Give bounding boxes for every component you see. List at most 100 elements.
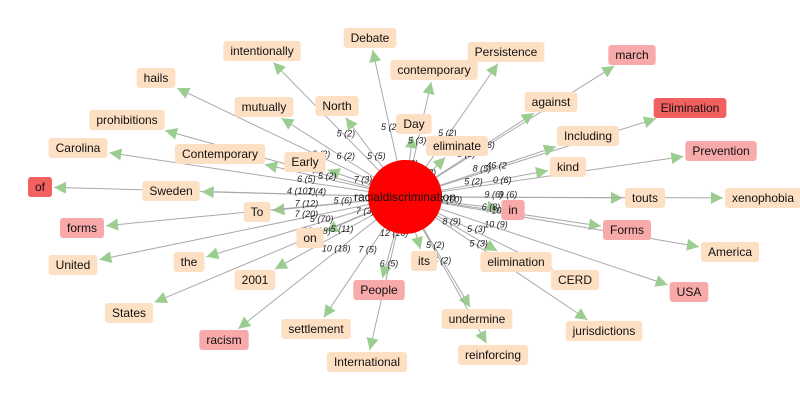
node-usa[interactable]: USA: [669, 282, 709, 302]
edge-label-cerd: 5 (3): [467, 224, 486, 234]
node-on[interactable]: on: [296, 228, 324, 248]
node-march[interactable]: march: [608, 45, 656, 65]
node-touts[interactable]: touts: [624, 188, 666, 208]
nodes-layer: Debate intentionally Persistence march hails…: [27, 28, 800, 372]
node-contemporary_lc[interactable]: contemporary: [390, 60, 478, 80]
node-box-early[interactable]: [284, 152, 326, 172]
node-box-including[interactable]: [556, 126, 620, 146]
node-of[interactable]: of: [27, 177, 53, 197]
node-box-undermine[interactable]: [441, 309, 513, 329]
node-box-prevention[interactable]: [685, 141, 757, 161]
node-box-contemporary_cap[interactable]: [174, 144, 266, 164]
node-early[interactable]: Early: [284, 152, 326, 172]
node-box-march[interactable]: [608, 45, 656, 65]
node-box-prohibitions[interactable]: [89, 110, 165, 130]
node-undermine[interactable]: undermine: [441, 309, 513, 329]
edge-label-kind: 5 (2): [464, 176, 483, 186]
hub-node[interactable]: racialdiscrimination: [354, 160, 456, 234]
node-label-intentionally: intentionally: [230, 44, 293, 58]
node-the[interactable]: the: [173, 252, 205, 272]
node-box-contemporary_lc[interactable]: [390, 60, 478, 80]
node-box-cerd[interactable]: [550, 270, 600, 290]
node-box-eliminate[interactable]: [425, 136, 489, 156]
node-box-persistence[interactable]: [467, 42, 545, 62]
node-box-elimination_lc[interactable]: [480, 252, 552, 272]
node-box-forms_cap[interactable]: [603, 220, 651, 240]
node-box-hails[interactable]: [136, 68, 176, 88]
node-states[interactable]: States: [104, 303, 154, 323]
node-box-to[interactable]: [243, 202, 271, 222]
node-hails[interactable]: hails: [136, 68, 176, 88]
node-box-kind[interactable]: [549, 157, 587, 177]
node-in[interactable]: in: [501, 200, 525, 220]
node-eliminate[interactable]: eliminate: [425, 136, 489, 156]
node-box-intentionally[interactable]: [223, 41, 301, 61]
node-box-reinforcing[interactable]: [457, 345, 529, 365]
node-box-n2001[interactable]: [234, 270, 276, 290]
node-box-usa[interactable]: [669, 282, 709, 302]
edge-prohibitions: [164, 130, 396, 195]
node-mutually[interactable]: mutually: [234, 97, 294, 117]
node-label-its: its: [418, 254, 430, 268]
node-box-debate[interactable]: [343, 28, 397, 48]
node-international[interactable]: International: [326, 352, 408, 372]
node-label-the: the: [181, 255, 198, 269]
node-box-sweden[interactable]: [142, 181, 200, 201]
node-box-people[interactable]: [353, 280, 405, 300]
node-forms_cap[interactable]: Forms: [603, 220, 651, 240]
node-united[interactable]: United: [48, 255, 98, 275]
node-n2001[interactable]: 2001: [234, 270, 276, 290]
node-box-against[interactable]: [524, 92, 578, 112]
node-contemporary_cap[interactable]: Contemporary: [174, 144, 266, 164]
node-box-united[interactable]: [48, 255, 98, 275]
node-box-on[interactable]: [296, 228, 324, 248]
node-box-elimination_cap[interactable]: [653, 98, 727, 118]
node-carolina[interactable]: Carolina: [48, 138, 108, 158]
node-its[interactable]: its: [411, 251, 437, 271]
node-box-america[interactable]: [700, 242, 760, 262]
node-prohibitions[interactable]: prohibitions: [89, 110, 165, 130]
node-box-xenophobia[interactable]: [724, 188, 800, 208]
node-kind[interactable]: kind: [549, 157, 587, 177]
node-north[interactable]: North: [315, 96, 359, 116]
node-label-sweden: Sweden: [149, 184, 192, 198]
node-against[interactable]: against: [524, 92, 578, 112]
node-including[interactable]: Including: [556, 126, 620, 146]
node-jurisdictions[interactable]: jurisdictions: [565, 321, 643, 341]
node-people[interactable]: People: [353, 280, 405, 300]
node-america[interactable]: America: [700, 242, 760, 262]
node-elimination_lc[interactable]: elimination: [480, 252, 552, 272]
node-cerd[interactable]: CERD: [550, 270, 600, 290]
node-to[interactable]: To: [243, 202, 271, 222]
node-box-settlement[interactable]: [281, 319, 351, 339]
node-persistence[interactable]: Persistence: [467, 42, 545, 62]
node-reinforcing[interactable]: reinforcing: [457, 345, 529, 365]
node-racism[interactable]: racism: [199, 330, 249, 350]
node-debate[interactable]: Debate: [343, 28, 397, 48]
node-xenophobia[interactable]: xenophobia: [724, 188, 800, 208]
node-box-touts[interactable]: [624, 188, 666, 208]
node-sweden[interactable]: Sweden: [142, 181, 200, 201]
node-box-north[interactable]: [315, 96, 359, 116]
node-box-mutually[interactable]: [234, 97, 294, 117]
node-elimination_cap[interactable]: Elimination: [653, 98, 727, 118]
node-box-international[interactable]: [326, 352, 408, 372]
node-day[interactable]: Day: [396, 114, 432, 134]
node-box-racism[interactable]: [199, 330, 249, 350]
node-box-forms_lc[interactable]: [60, 218, 104, 238]
node-prevention[interactable]: Prevention: [685, 141, 757, 161]
node-box-jurisdictions[interactable]: [565, 321, 643, 341]
node-box-day[interactable]: [396, 114, 432, 134]
node-box-states[interactable]: [104, 303, 154, 323]
edge-racism: [237, 202, 398, 330]
node-box-carolina[interactable]: [48, 138, 108, 158]
node-box-in[interactable]: [501, 200, 525, 220]
node-intentionally[interactable]: intentionally: [223, 41, 301, 61]
node-box-its[interactable]: [411, 251, 437, 271]
node-box-of[interactable]: [27, 177, 53, 197]
hub-circle[interactable]: [368, 160, 442, 234]
node-box-the[interactable]: [173, 252, 205, 272]
node-forms_lc[interactable]: forms: [60, 218, 104, 238]
node-settlement[interactable]: settlement: [281, 319, 351, 339]
